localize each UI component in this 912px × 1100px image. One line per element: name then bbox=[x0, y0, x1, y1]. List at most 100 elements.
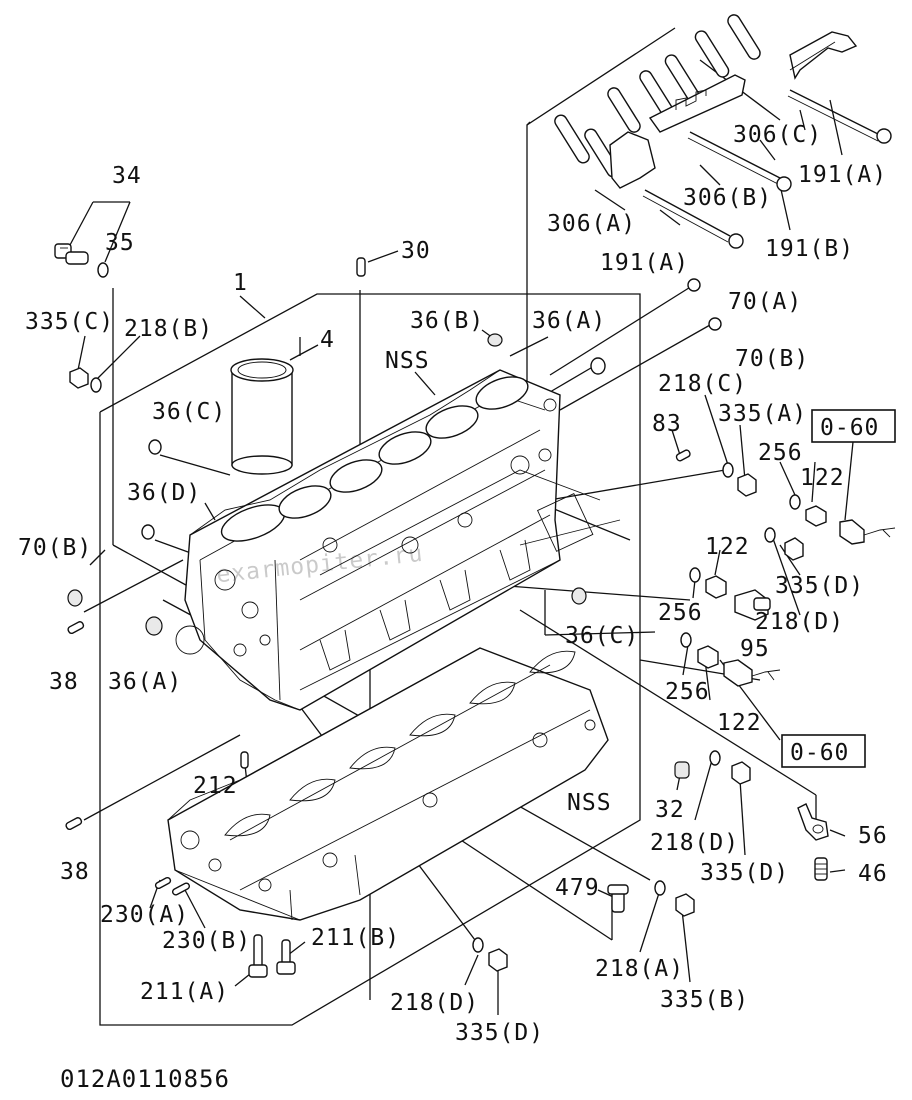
bracket-56 bbox=[797, 803, 829, 841]
washer-256-top bbox=[789, 494, 801, 510]
plug-70b-left bbox=[67, 589, 83, 607]
bracket-306b-assembly bbox=[607, 70, 746, 133]
label-1: 1 bbox=[233, 270, 248, 296]
label-191b: 191(B) bbox=[765, 236, 854, 262]
label-306b: 306(B) bbox=[683, 185, 772, 211]
washer-218b bbox=[90, 377, 102, 393]
cylinder-liner-4 bbox=[230, 358, 294, 475]
plug-36c-left bbox=[148, 439, 162, 455]
cylinder-block-upper bbox=[175, 369, 621, 711]
plug-36a-top bbox=[590, 357, 606, 375]
plug-36b bbox=[487, 333, 503, 347]
plug-335b bbox=[675, 893, 695, 917]
pins-230 bbox=[154, 876, 190, 896]
bolt-211b bbox=[276, 939, 296, 975]
label-335d-mid: 335(D) bbox=[775, 573, 864, 599]
label-0-60-low: 0-60 bbox=[790, 740, 849, 766]
plug-70a bbox=[687, 278, 701, 292]
label-122-mid: 122 bbox=[705, 534, 750, 560]
label-212: 212 bbox=[193, 773, 238, 799]
label-335d-low: 335(D) bbox=[700, 860, 789, 886]
ref-box-0-60-top bbox=[811, 409, 896, 443]
label-nss-low: NSS bbox=[567, 790, 612, 816]
washer-218d-bottom bbox=[472, 937, 484, 953]
plug-32 bbox=[674, 761, 690, 779]
label-70b-left: 70(B) bbox=[18, 535, 92, 561]
bracket-306c-assembly bbox=[664, 14, 858, 102]
label-95: 95 bbox=[740, 636, 770, 662]
washer-218d-low bbox=[709, 750, 721, 766]
label-218b: 218(B) bbox=[124, 316, 213, 342]
bolt-46 bbox=[814, 857, 828, 881]
washer-218a bbox=[654, 880, 666, 896]
label-335b: 335(B) bbox=[660, 987, 749, 1013]
label-256-mid: 256 bbox=[658, 600, 703, 626]
label-46: 46 bbox=[858, 861, 888, 887]
plug-36c-mid bbox=[571, 587, 587, 605]
label-nss-top: NSS bbox=[385, 348, 430, 374]
label-230a: 230(A) bbox=[100, 902, 189, 928]
label-335c: 335(C) bbox=[25, 309, 114, 335]
sensor-122-mid bbox=[705, 575, 727, 599]
pin-212 bbox=[240, 751, 249, 769]
label-306c: 306(C) bbox=[733, 122, 822, 148]
drawing-id: 012A0110856 bbox=[60, 1065, 230, 1093]
pin-83 bbox=[675, 449, 691, 462]
label-36c-mid: 36(C) bbox=[565, 623, 639, 649]
label-306a: 306(A) bbox=[547, 211, 636, 237]
label-30: 30 bbox=[401, 238, 431, 264]
bolts-191 bbox=[642, 89, 892, 249]
washer-256-mid bbox=[689, 567, 701, 583]
plug-36d-left bbox=[141, 524, 155, 540]
plug-70b-right bbox=[708, 317, 722, 331]
fitting-34 bbox=[54, 243, 89, 265]
plug-335d-mid bbox=[784, 537, 804, 561]
label-36a-top: 36(A) bbox=[532, 308, 606, 334]
plug-335d-low bbox=[731, 761, 751, 785]
label-479: 479 bbox=[555, 875, 600, 901]
plug-335a bbox=[737, 473, 757, 497]
label-256-top: 256 bbox=[758, 440, 803, 466]
label-218d-low: 218(D) bbox=[650, 830, 739, 856]
pin-38-upper bbox=[67, 621, 85, 635]
label-218a: 218(A) bbox=[595, 956, 684, 982]
pin-30 bbox=[356, 257, 366, 277]
ref-box-0-60-low bbox=[781, 734, 866, 768]
label-56: 56 bbox=[858, 823, 888, 849]
label-335d-bottom: 335(D) bbox=[455, 1020, 544, 1046]
label-36c-left: 36(C) bbox=[152, 399, 226, 425]
label-218d-bottom: 218(D) bbox=[390, 990, 479, 1016]
label-38-lower: 38 bbox=[60, 859, 90, 885]
part-labels: 34 35 335(C) 218(B) 30 1 4 36(B) 36(A) N… bbox=[18, 122, 888, 1046]
label-83: 83 bbox=[652, 411, 682, 437]
label-191a-lower: 191(A) bbox=[600, 250, 689, 276]
bolt-191b bbox=[687, 131, 792, 192]
sensor-122-top bbox=[805, 505, 827, 527]
label-218d-mid: 218(D) bbox=[755, 609, 844, 635]
label-38-upper: 38 bbox=[49, 669, 79, 695]
label-35: 35 bbox=[105, 230, 135, 256]
label-256-low: 256 bbox=[665, 679, 710, 705]
label-218c: 218(C) bbox=[658, 371, 747, 397]
bolt-191a-lower bbox=[642, 189, 744, 249]
bolt-191a-upper bbox=[787, 89, 892, 144]
label-122-low: 122 bbox=[717, 710, 762, 736]
label-191a-upper: 191(A) bbox=[798, 162, 887, 188]
sensor-harness-0-60-top bbox=[839, 519, 896, 545]
bolt-211a bbox=[248, 934, 268, 978]
label-211a: 211(A) bbox=[140, 979, 229, 1005]
washer-218d-mid bbox=[764, 527, 776, 543]
pin-38-lower bbox=[65, 817, 83, 831]
label-230b: 230(B) bbox=[162, 928, 251, 954]
sensor-122-low bbox=[697, 645, 719, 669]
label-34: 34 bbox=[112, 163, 142, 189]
label-335a: 335(A) bbox=[718, 401, 807, 427]
oring-35 bbox=[97, 262, 109, 278]
washer-256-low bbox=[680, 632, 692, 648]
plug-335c bbox=[69, 367, 89, 389]
label-122-top: 122 bbox=[800, 465, 845, 491]
plug-335d-bottom bbox=[488, 948, 508, 972]
bracket-306a-assembly bbox=[554, 114, 656, 189]
label-0-60-top: 0-60 bbox=[820, 415, 879, 441]
